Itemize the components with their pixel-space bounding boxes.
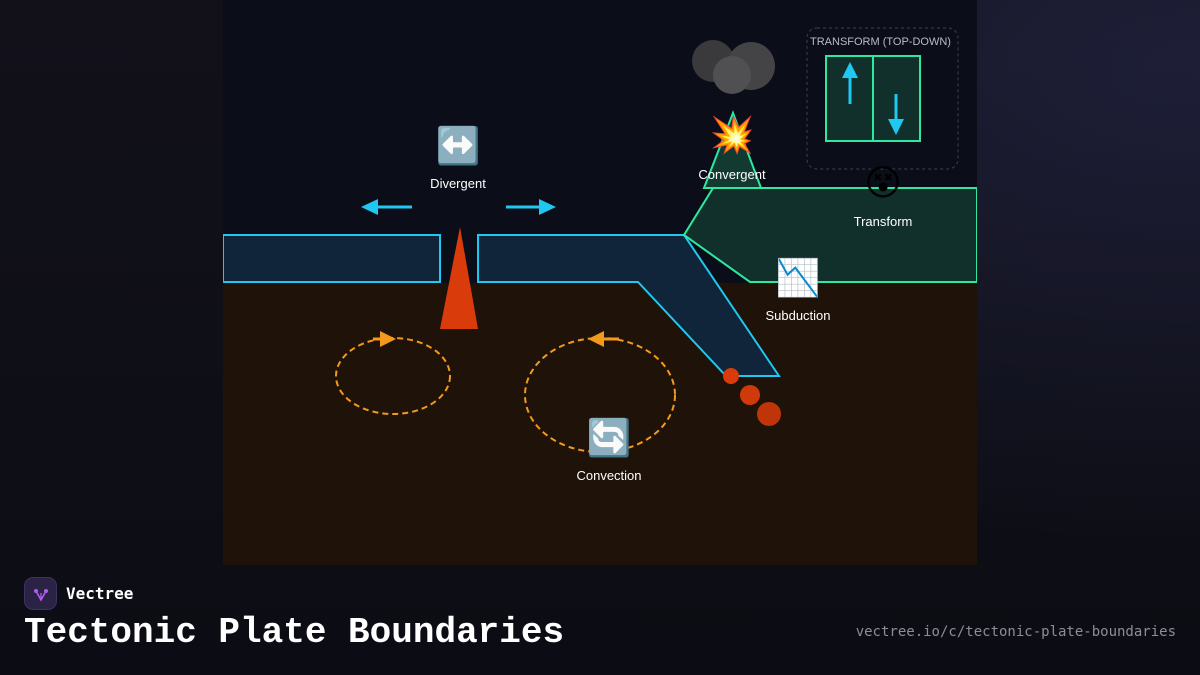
mantle-layer <box>223 283 977 565</box>
convection-cell-right <box>524 331 676 453</box>
convergent-label: Convergent <box>698 167 766 182</box>
continental-plate <box>682 187 977 283</box>
plate-diagram <box>223 0 977 565</box>
magma-blob <box>740 385 760 405</box>
volcano <box>702 110 763 189</box>
magma-blob <box>757 402 781 426</box>
earthquake-face-icon: 😵 <box>864 163 902 204</box>
page-url[interactable]: vectree.io/c/tectonic-plate-boundaries <box>855 624 1176 640</box>
counterclockwise-arrows-icon: 🔄 <box>586 418 632 459</box>
inset-title: TRANSFORM (TOP-DOWN) <box>810 36 951 48</box>
divergence-arrow-right <box>506 199 556 215</box>
brand[interactable]: Vectree <box>24 577 133 610</box>
convection-label: Convection <box>576 468 642 483</box>
divergence-arrow-left <box>361 199 412 215</box>
page-title: Tectonic Plate Boundaries <box>24 612 565 653</box>
brand-name: Vectree <box>66 584 134 603</box>
ash-cloud <box>692 40 775 94</box>
convection-cell-left <box>335 331 451 415</box>
vectree-logo-icon <box>24 577 57 610</box>
divergent-label: Divergent <box>430 176 486 191</box>
transform-inset <box>806 27 959 170</box>
chart-decreasing-icon: 📉 <box>775 258 821 299</box>
subduction-label: Subduction <box>765 308 831 323</box>
left-oceanic-plate <box>223 234 441 283</box>
explosion-icon: 💥 <box>709 115 755 156</box>
rift-magma <box>440 227 478 329</box>
diagram-canvas: TRANSFORM (TOP-DOWN) ↔️ Divergent 💥 Conv… <box>223 0 977 565</box>
magma-blob <box>723 368 739 384</box>
transform-label: Transform <box>853 214 913 229</box>
left-right-arrow-icon: ↔️ <box>435 126 481 167</box>
